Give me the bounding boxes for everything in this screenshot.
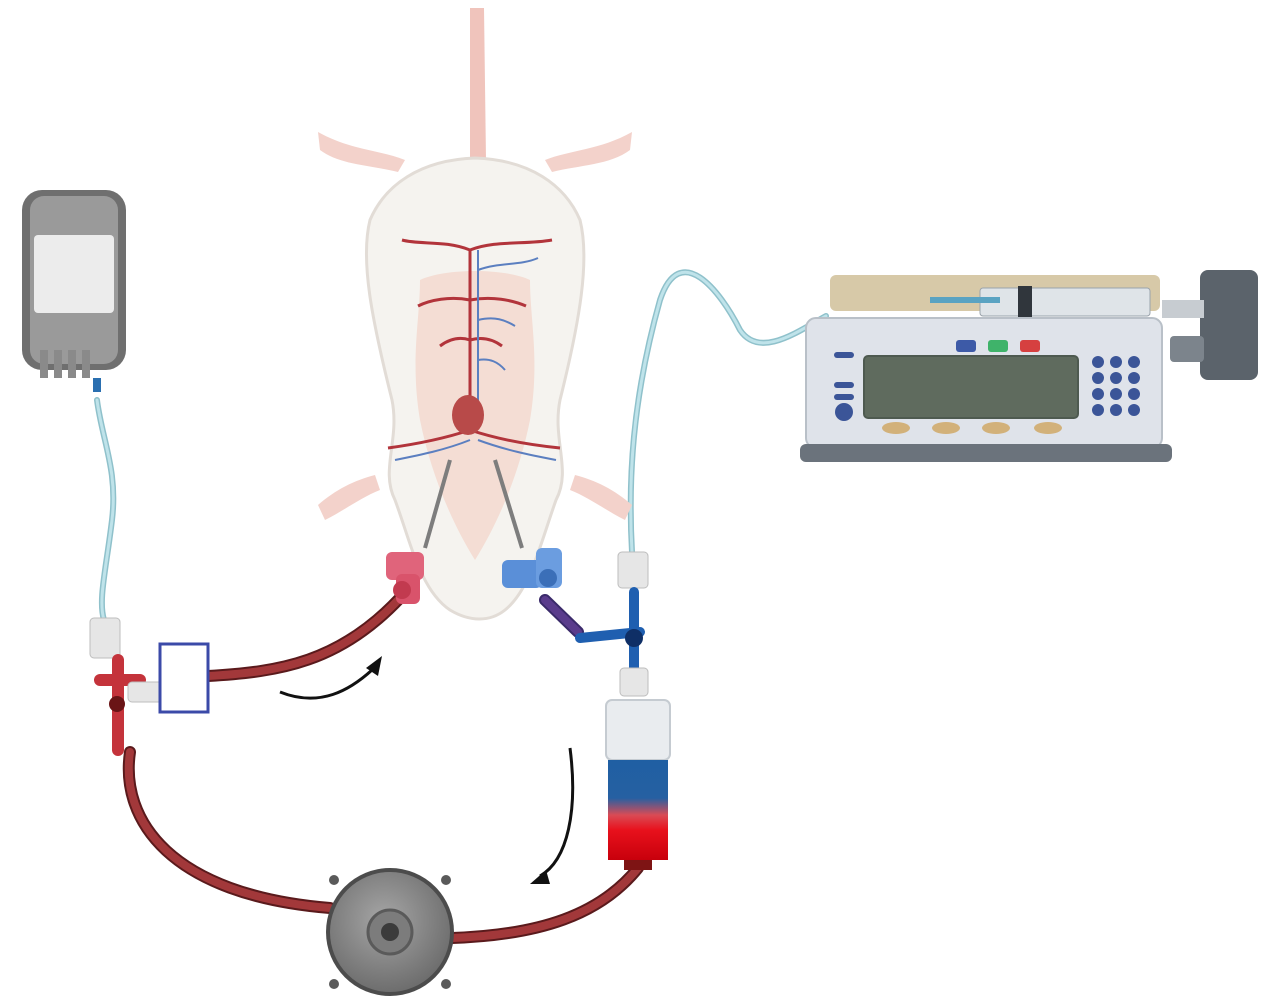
rat-vasculature-icon bbox=[318, 8, 632, 619]
syringe-pump-icon bbox=[800, 270, 1258, 462]
blood-filter-icon bbox=[160, 644, 208, 712]
arterial-cannula-stopcock-icon bbox=[386, 552, 424, 604]
right-stopcock-icon bbox=[580, 552, 648, 696]
centrifugal-pump-icon bbox=[326, 868, 454, 996]
flow-arrow-venous bbox=[530, 748, 573, 884]
blood-reservoir-icon bbox=[606, 700, 670, 870]
iv-bag-icon bbox=[22, 190, 126, 392]
left-stopcock-icon bbox=[90, 618, 168, 750]
